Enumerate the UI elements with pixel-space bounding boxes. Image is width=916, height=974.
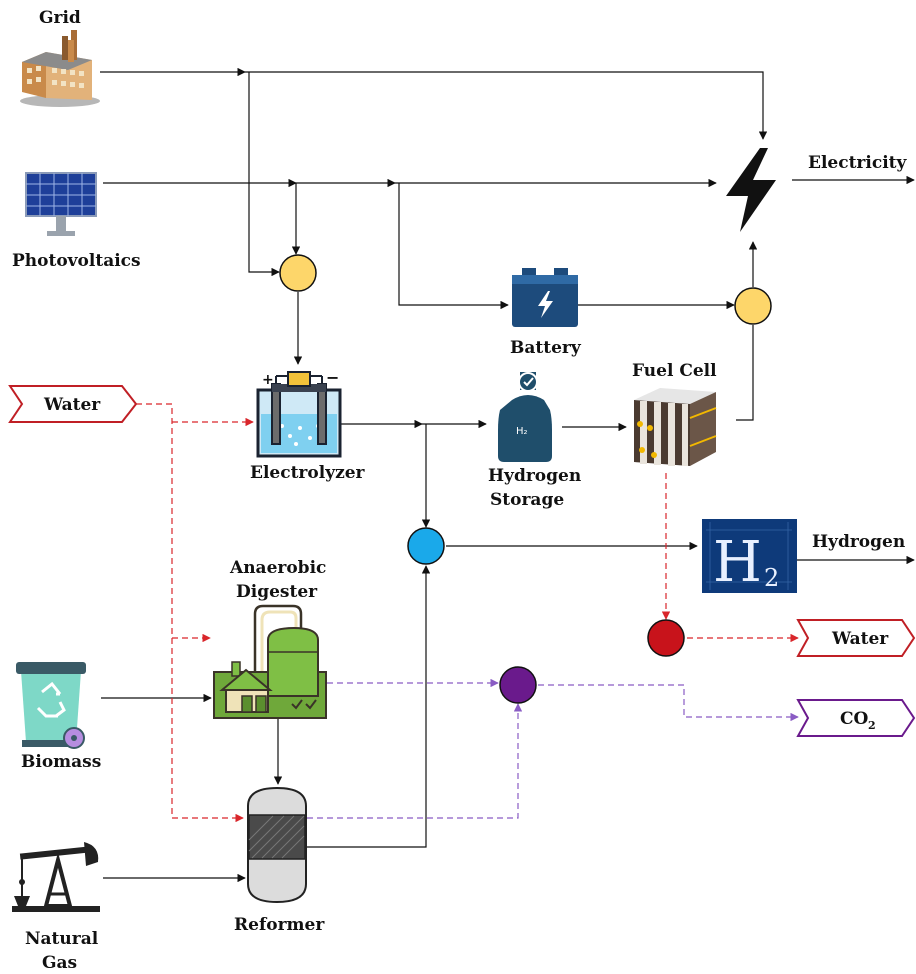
recycle-bin-icon: [16, 662, 86, 749]
water-output-tag: Water: [796, 619, 916, 657]
electric-junction-electrolyzer: [279, 254, 317, 292]
battery-label: Battery: [510, 338, 582, 358]
tank-h2-label: H₂: [516, 426, 528, 437]
svg-text:Water: Water: [831, 629, 889, 649]
co2-flow-lines: [307, 678, 799, 819]
biomass-label: Biomass: [21, 752, 101, 772]
svg-text:CO: CO: [840, 709, 869, 729]
electricity-label: Electricity: [808, 153, 908, 173]
battery-icon: [512, 268, 578, 327]
svg-text:−: −: [326, 368, 339, 387]
lightning-bolt-icon: [726, 148, 776, 232]
water-flow-lines: [136, 403, 799, 823]
co2-output-tag: CO 2: [796, 699, 916, 737]
co2-junction: [499, 666, 537, 704]
hydrogen-label: Hydrogen: [812, 532, 905, 552]
water-input-tag: Water: [8, 385, 138, 423]
h2-panel-sub: 2: [764, 564, 779, 592]
water-junction: [647, 619, 685, 657]
svg-text:Water: Water: [43, 395, 101, 415]
hydrogen-storage-label-line2: Storage: [490, 490, 564, 510]
anaerobic-digester-icon: [213, 604, 327, 719]
hydrogen-panel-icon: H 2: [702, 519, 797, 595]
svg-text:+: +: [262, 372, 274, 388]
pumpjack-icon: [12, 842, 100, 912]
natural-gas-label-line1: Natural: [25, 929, 99, 949]
electric-junction-output: [734, 287, 772, 325]
hydrogen-storage-label-line1: Hydrogen: [488, 466, 581, 486]
solar-panel-icon: [25, 172, 97, 236]
fuel-cell-label: Fuel Cell: [632, 361, 717, 381]
reformer-icon: [247, 786, 307, 904]
hydrogen-tank-icon: H₂: [498, 372, 552, 462]
natural-gas-label-line2: Gas: [42, 953, 77, 973]
factory-icon: [20, 30, 100, 107]
grid-label: Grid: [39, 8, 81, 28]
fuel-cell-icon: [634, 388, 717, 466]
anaerobic-digester-label-line1: Anaerobic: [229, 558, 326, 578]
electric-flow-lines: [100, 67, 915, 883]
electrolyzer-icon: + −: [256, 368, 342, 458]
h2-panel-main: H: [713, 530, 762, 595]
electrolyzer-label: Electrolyzer: [250, 463, 366, 483]
svg-text:2: 2: [868, 719, 876, 732]
reformer-label: Reformer: [234, 915, 325, 935]
hydrogen-junction: [407, 527, 445, 565]
photovoltaics-label: Photovoltaics: [12, 251, 141, 271]
anaerobic-digester-label-line2: Digester: [236, 582, 318, 602]
